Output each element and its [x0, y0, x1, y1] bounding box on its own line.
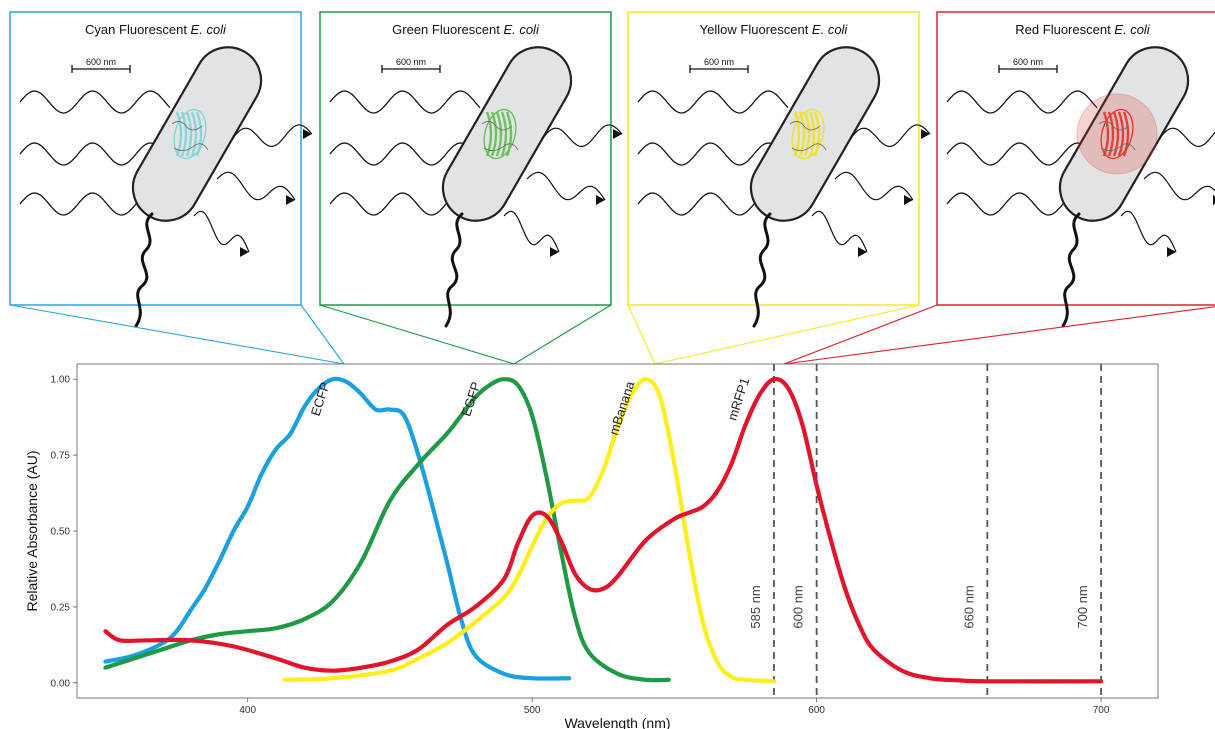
- emitted-light: [811, 210, 868, 253]
- light-wave: [329, 90, 481, 114]
- panel-title-organism: E. coli: [812, 22, 849, 37]
- panel-2: Green Fluorescent E. coli 600 nm: [319, 11, 623, 328]
- fluorescent-protein-icon: [1098, 108, 1136, 160]
- light-wave: [19, 142, 171, 166]
- arrowhead-icon: [921, 129, 930, 139]
- series-line-mbanana: [282, 377, 777, 684]
- emitted-light: [193, 210, 250, 253]
- x-axis-ticks: 400 500 600 700: [239, 698, 1110, 716]
- vline-label-660: 660 nm: [961, 585, 976, 628]
- panel-title-prefix: Cyan Fluorescent: [85, 22, 191, 37]
- arrowhead-icon: [613, 129, 622, 139]
- arrowhead-icon: [596, 195, 605, 205]
- emitted-light: [503, 210, 560, 253]
- reference-wavelength-lines: 585 nm 600 nm 660 nm 700 nm: [748, 364, 1103, 698]
- emitted-light: [1158, 127, 1215, 148]
- y-tick-label: 0.00: [51, 678, 71, 689]
- arrowhead-icon: [286, 195, 295, 205]
- flagellum: [444, 212, 464, 328]
- panel-1: Cyan Fluorescent E. coli 600 nm: [9, 11, 313, 328]
- light-wave: [946, 90, 1098, 114]
- panel-3: Yellow Fluorescent E. coli 600 nm: [627, 11, 931, 328]
- connector-line: [513, 304, 612, 365]
- connector-line: [654, 304, 920, 365]
- panel-title-prefix: Green Fluorescent: [392, 22, 503, 37]
- light-wave: [637, 90, 789, 114]
- connector-line: [783, 306, 1215, 365]
- arrowhead-icon: [240, 247, 249, 257]
- fluorescent-protein-icon: [171, 108, 209, 160]
- light-wave: [946, 142, 1098, 166]
- x-tick-label: 500: [524, 705, 541, 716]
- panel-title-prefix: Red Fluorescent: [1015, 22, 1114, 37]
- x-tick-label: 400: [239, 705, 256, 716]
- flagellum: [1061, 212, 1081, 328]
- arrowhead-icon: [303, 129, 312, 139]
- absorbance-chart: 0.00 0.25 0.50 0.75 1.00 400 500 600 700 585 nm…: [24, 363, 1159, 729]
- y-axis-ticks: 0.00 0.25 0.50 0.75 1.00: [51, 375, 77, 689]
- emitted-light: [526, 171, 606, 201]
- fluorescent-protein-icon: [789, 108, 827, 160]
- emitted-light: [1143, 171, 1215, 201]
- panel-4: Red Fluorescent E. coli 600 nm: [936, 11, 1215, 328]
- panel-title: Yellow Fluorescent E. coli: [700, 22, 849, 37]
- panel-title: Green Fluorescent E. coli: [392, 22, 540, 37]
- scale-bar-label: 600 nm: [396, 57, 426, 67]
- light-wave: [329, 142, 481, 166]
- connector-lines: [9, 304, 1215, 365]
- connector-line: [627, 304, 656, 365]
- emitted-light: [834, 171, 914, 201]
- y-tick-label: 0.25: [51, 602, 71, 613]
- panel-title: Cyan Fluorescent E. coli: [85, 22, 227, 37]
- emitted-light: [1120, 210, 1177, 253]
- y-tick-label: 0.50: [51, 527, 71, 538]
- panel-title-organism: E. coli: [191, 22, 228, 37]
- connector-line: [300, 304, 345, 365]
- plot-frame: [76, 363, 1159, 699]
- panel-title-organism: E. coli: [503, 22, 540, 37]
- x-tick-label: 700: [1093, 705, 1110, 716]
- scale-bar-label: 600 nm: [86, 57, 116, 67]
- arrowhead-icon: [1167, 247, 1176, 257]
- y-axis-label: Relative Absorbance (AU): [24, 450, 40, 611]
- flagellum: [134, 212, 154, 328]
- flagellum: [752, 212, 772, 328]
- connector-line: [9, 304, 345, 365]
- series-line-ecfp: [103, 376, 572, 681]
- light-wave: [637, 142, 789, 166]
- panel-title: Red Fluorescent E. coli: [1015, 22, 1151, 37]
- y-tick-label: 0.75: [51, 451, 71, 462]
- arrowhead-icon: [904, 195, 913, 205]
- absorbance-series: [103, 376, 1104, 684]
- scale-bar-label: 600 nm: [704, 57, 734, 67]
- emitted-light: [541, 124, 623, 148]
- arrowhead-icon: [550, 247, 559, 257]
- x-axis-label: Wavelength (nm): [564, 715, 670, 729]
- panel-title-organism: E. coli: [1114, 22, 1151, 37]
- series-line-egfp: [103, 377, 671, 683]
- fluorescent-protein-icon: [481, 108, 519, 160]
- series-line-mrfp1: [103, 376, 1104, 684]
- x-tick-label: 600: [808, 705, 825, 716]
- scale-bar-label: 600 nm: [1013, 57, 1043, 67]
- light-wave: [19, 90, 171, 114]
- vline-label-600: 600 nm: [791, 585, 806, 628]
- vline-label-585: 585 nm: [748, 585, 763, 628]
- connector-line: [319, 304, 515, 365]
- emitted-light: [216, 171, 296, 201]
- emitted-light: [231, 124, 313, 148]
- emitted-light: [849, 124, 931, 148]
- connector-line: [783, 304, 938, 365]
- arrowhead-icon: [858, 247, 867, 257]
- y-tick-label: 1.00: [51, 375, 71, 386]
- panel-title-prefix: Yellow Fluorescent: [700, 22, 812, 37]
- vline-label-700: 700 nm: [1075, 585, 1090, 628]
